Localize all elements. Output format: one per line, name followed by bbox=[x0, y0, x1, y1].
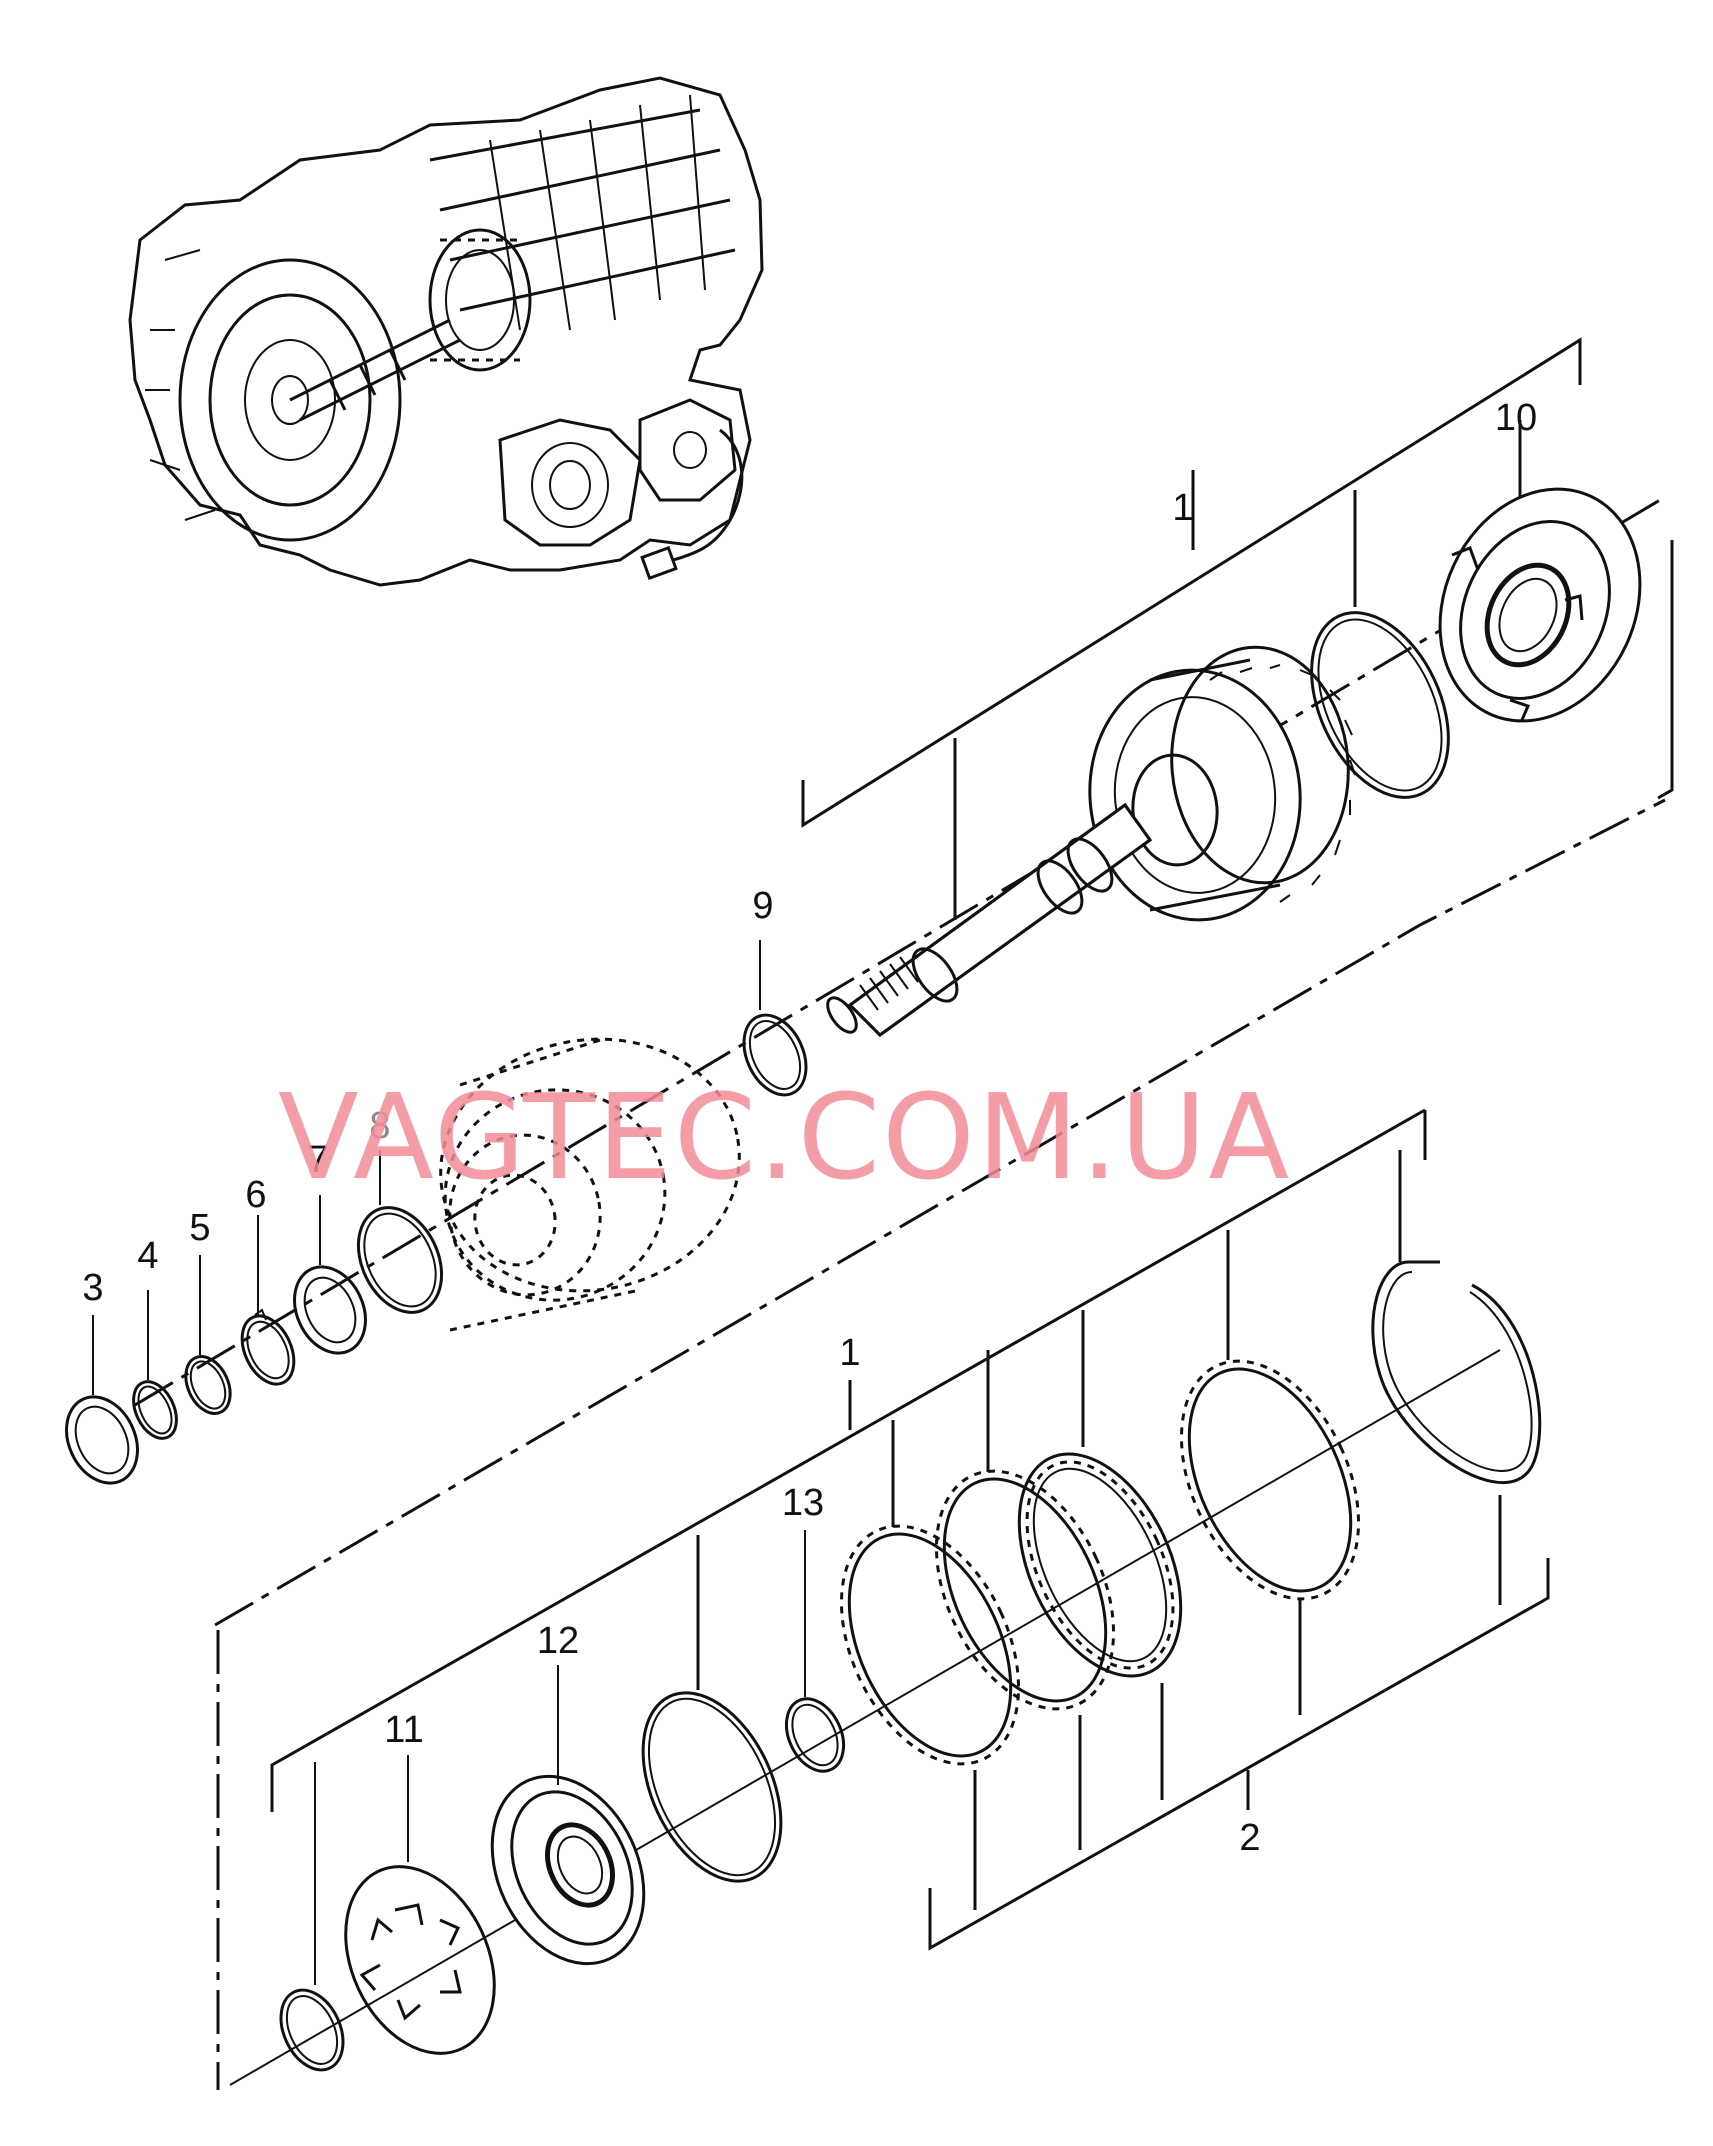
group-2-bracket bbox=[928, 1558, 1550, 1951]
part-5-ring bbox=[184, 1255, 232, 1415]
lower-outer-plate-1 bbox=[1179, 1230, 1361, 1715]
callout-4: 4 bbox=[137, 1235, 158, 1277]
part-7-thrust-washer bbox=[293, 1195, 367, 1355]
lower-seal-ring bbox=[641, 1535, 783, 1883]
lower-outer-plate-3 bbox=[839, 1420, 1021, 1910]
lower-large-snap-ring bbox=[1371, 1150, 1542, 1605]
callout-8: 8 bbox=[369, 1105, 390, 1147]
callout-13: 13 bbox=[782, 1482, 824, 1524]
part-11-spring-plate bbox=[344, 1755, 496, 2055]
callout-5: 5 bbox=[189, 1207, 210, 1249]
callout-12: 12 bbox=[537, 1620, 579, 1662]
cluster-divider-line bbox=[214, 798, 1666, 1627]
lower-assembly-centerline bbox=[229, 1349, 1501, 2086]
upper-assembly-centerline bbox=[134, 498, 1661, 1407]
callout-11: 11 bbox=[384, 1709, 423, 1751]
part-9-snap-ring bbox=[742, 940, 808, 1097]
callout-1-lower: 1 bbox=[839, 1332, 860, 1374]
lower-small-snap-ring bbox=[279, 1762, 345, 2072]
part-3-washer bbox=[65, 1315, 139, 1485]
part-6-snap-ring bbox=[240, 1215, 296, 1386]
callout-2: 2 bbox=[1239, 1817, 1260, 1859]
callout-10: 10 bbox=[1495, 397, 1537, 439]
part-13-snap-ring bbox=[784, 1530, 846, 1773]
group-1-lower-bracket bbox=[270, 1108, 1427, 1812]
part-4-ring bbox=[132, 1290, 178, 1440]
upper-seal-ring bbox=[1310, 490, 1450, 799]
callout-1-upper: 1 bbox=[1172, 487, 1193, 529]
transmission-assembly-illustration bbox=[128, 76, 764, 587]
callout-6: 6 bbox=[245, 1174, 266, 1216]
watermark-text: VAGTEC.COM.UA bbox=[278, 1068, 1291, 1206]
lower-friction-plate bbox=[1017, 1310, 1183, 1800]
group-1-upper-bracket bbox=[801, 337, 1582, 828]
lower-outer-plate-2 bbox=[934, 1350, 1116, 1850]
converter-ghost-outline bbox=[439, 1037, 741, 1332]
upper-right-bracket bbox=[1657, 540, 1674, 800]
part-8-ring bbox=[356, 1150, 444, 1314]
input-shaft-drum bbox=[826, 645, 1356, 1037]
part-12-piston bbox=[490, 1665, 646, 1966]
callout-3: 3 bbox=[82, 1267, 103, 1309]
part-10-piston bbox=[1438, 420, 1642, 723]
callout-9: 9 bbox=[752, 885, 773, 927]
callout-7: 7 bbox=[307, 1139, 328, 1181]
